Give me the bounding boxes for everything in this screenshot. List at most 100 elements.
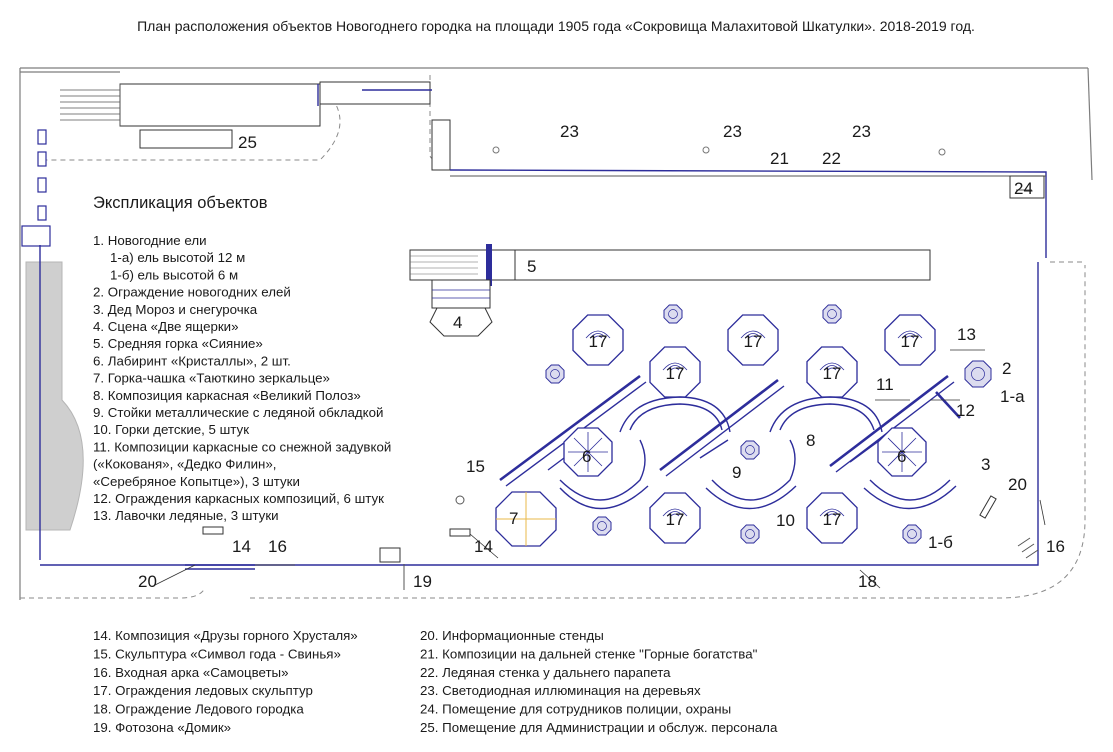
legend-item: 2. Ограждение новогодних елей bbox=[93, 285, 291, 300]
legend-item: 17. Ограждения ледовых скульптур bbox=[93, 683, 313, 698]
stage-two-lizards bbox=[429, 279, 493, 337]
druzy-composition-center bbox=[449, 528, 471, 537]
legend-item: 5. Средняя горка «Сияние» bbox=[93, 336, 263, 351]
legend-item: 23. Светодиодная иллюминация на деревьях bbox=[420, 683, 701, 698]
label-17: 17 bbox=[823, 364, 842, 383]
legend-item: 6. Лабиринт «Кристаллы», 2 шт. bbox=[93, 353, 291, 368]
label-20-right: 20 bbox=[1008, 475, 1027, 494]
label-14-center: 14 bbox=[474, 537, 493, 556]
inner-fence bbox=[39, 245, 1039, 570]
left-booths bbox=[21, 129, 51, 247]
sculpture-fences: 17 17 17 17 17 17 17 bbox=[572, 314, 936, 544]
labyrinth-left bbox=[563, 427, 613, 477]
label-5: 5 bbox=[527, 257, 536, 276]
label-20-left: 20 bbox=[138, 572, 157, 591]
legend-bottom-left: 14. Композиция «Друзы горного Хрусталя»1… bbox=[93, 628, 358, 735]
labyrinth-structures bbox=[499, 374, 961, 510]
decor-ornament-core bbox=[745, 529, 755, 539]
label-25: 25 bbox=[238, 133, 257, 152]
label-18: 18 bbox=[858, 572, 877, 591]
legend-item: 16. Входная арка «Самоцветы» bbox=[93, 665, 289, 680]
upper-area bbox=[431, 119, 1047, 258]
label-17: 17 bbox=[589, 332, 608, 351]
sculpture-fence bbox=[727, 314, 779, 366]
legend-item: 4. Сцена «Две ящерки» bbox=[93, 319, 239, 334]
label-17: 17 bbox=[666, 510, 685, 529]
entrance-arch-right bbox=[1017, 537, 1039, 559]
legend-item: 8. Композиция каркасная «Великий Полоз» bbox=[93, 388, 361, 403]
decor-ornament-core bbox=[597, 521, 607, 531]
decor-ornament bbox=[964, 360, 992, 388]
legend-item: 3. Дед Мороз и снегурочка bbox=[93, 302, 258, 317]
label-14-left: 14 bbox=[232, 537, 251, 556]
sculpture-arc bbox=[662, 508, 688, 517]
legend-item: 9. Стойки металлические с ледяной обклад… bbox=[93, 405, 383, 420]
label-17: 17 bbox=[901, 332, 920, 351]
legend-item: 10. Горки детские, 5 штук bbox=[93, 422, 249, 437]
leader-lines bbox=[154, 189, 1046, 589]
decor-ornament bbox=[663, 304, 683, 324]
legend-item: 15. Скульптура «Символ года - Свинья» bbox=[93, 646, 341, 661]
label-6-left: 6 bbox=[582, 447, 591, 466]
decor-ornament-core bbox=[971, 367, 985, 381]
plan-title: План расположения объектов Новогоднего г… bbox=[137, 18, 975, 34]
label-12: 12 bbox=[956, 401, 975, 420]
plaza-area bbox=[25, 261, 84, 531]
label-22: 22 bbox=[822, 149, 841, 168]
legend-item: 13. Лавочки ледяные, 3 штуки bbox=[93, 508, 279, 523]
label-23-c: 23 bbox=[852, 122, 871, 141]
decor-ornament-core bbox=[550, 369, 560, 379]
label-21: 21 bbox=[770, 149, 789, 168]
label-11: 11 bbox=[876, 375, 894, 394]
sculpture-arc bbox=[740, 330, 766, 339]
decor-ornament bbox=[822, 304, 842, 324]
label-3: 3 bbox=[981, 455, 990, 474]
legend-item: 1. Новогодние ели bbox=[93, 233, 207, 248]
label-24: 24 bbox=[1014, 179, 1033, 198]
decor-ornament bbox=[740, 524, 760, 544]
label-16-right: 16 bbox=[1046, 537, 1065, 556]
sculpture-arc bbox=[819, 508, 845, 517]
label-15: 15 bbox=[466, 457, 485, 476]
label-9: 9 bbox=[732, 463, 741, 482]
label-17: 17 bbox=[666, 364, 685, 383]
decor-ornament bbox=[545, 364, 565, 384]
legend-item: («Кокованя», «Дедко Филин», bbox=[93, 457, 276, 472]
legend-item: 18. Ограждение Ледового городка bbox=[93, 702, 304, 717]
legend-item: 22. Ледяная стенка у дальнего парапета bbox=[420, 665, 671, 680]
pig-sculpture bbox=[455, 495, 465, 505]
legend-item: 1-а) ель высотой 12 м bbox=[110, 250, 245, 265]
label-4: 4 bbox=[453, 313, 462, 332]
decor-ornament-core bbox=[907, 529, 917, 539]
map-labels: 25 23 23 23 21 22 24 5 4 13 2 11 1-а 12 … bbox=[138, 122, 1065, 591]
label-23-a: 23 bbox=[560, 122, 579, 141]
label-1b: 1-б bbox=[928, 533, 953, 552]
legend-item: 1-б) ель высотой 6 м bbox=[110, 267, 238, 282]
label-23-b: 23 bbox=[723, 122, 742, 141]
label-17: 17 bbox=[823, 510, 842, 529]
label-7: 7 bbox=[509, 509, 518, 528]
label-17: 17 bbox=[744, 332, 763, 351]
sculpture-fence bbox=[806, 346, 858, 398]
label-8: 8 bbox=[806, 431, 815, 450]
legend-item: 7. Горка-чашка «Таюткино зеркальце» bbox=[93, 371, 330, 386]
label-6-right: 6 bbox=[897, 447, 906, 466]
label-19: 19 bbox=[413, 572, 432, 591]
sculpture-arc bbox=[897, 330, 923, 339]
slide-siyanie bbox=[409, 244, 931, 286]
legend-item: 19. Фотозона «Домик» bbox=[93, 720, 231, 735]
label-1a: 1-а bbox=[1000, 387, 1025, 406]
legend-item: 20. Информационные стенды bbox=[420, 628, 604, 643]
decor-ornaments bbox=[545, 304, 992, 544]
legend-item: «Серебряное Копытце»), 3 штуки bbox=[93, 474, 300, 489]
legend-item: 12. Ограждения каркасных композиций, 6 ш… bbox=[93, 491, 384, 506]
explication-title: Экспликация объектов bbox=[93, 194, 268, 212]
photozone-house bbox=[379, 547, 405, 590]
decor-ornament-core bbox=[745, 445, 755, 455]
sculpture-fence bbox=[572, 314, 624, 366]
labyrinth-right bbox=[877, 427, 927, 477]
label-13: 13 bbox=[957, 325, 976, 344]
sculpture-arc bbox=[819, 362, 845, 371]
